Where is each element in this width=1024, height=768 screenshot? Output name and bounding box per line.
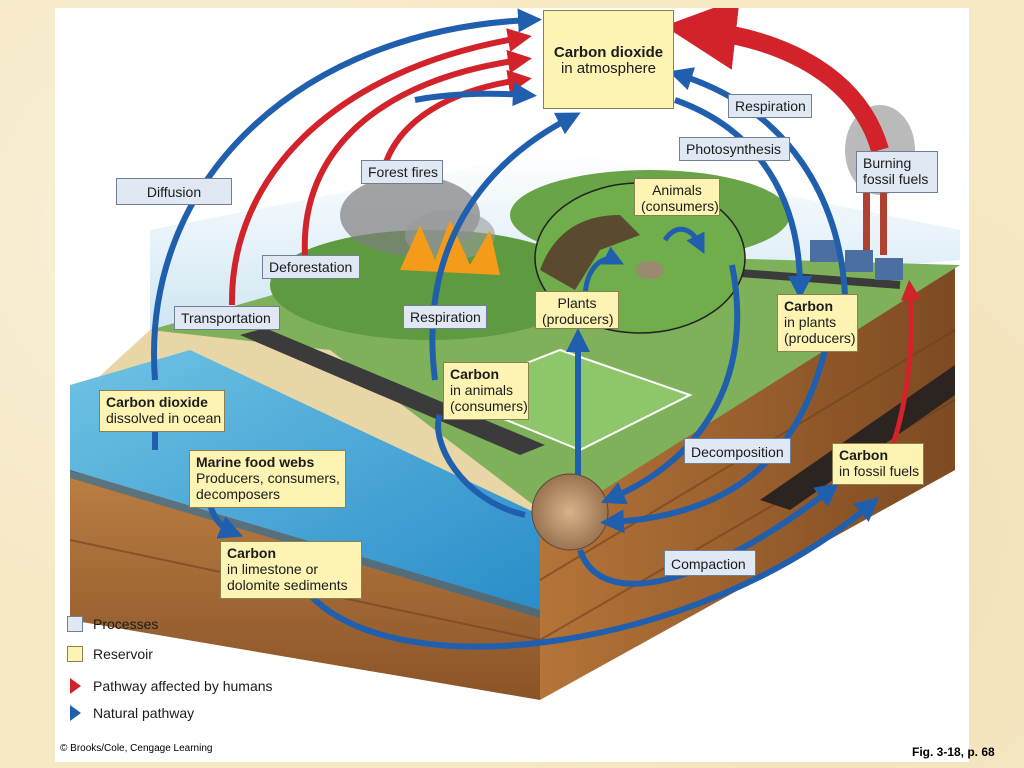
power-plant-building (875, 258, 903, 280)
plants-carbon-line2: (producers) (784, 330, 856, 346)
legend-processes: Processes (67, 614, 327, 634)
power-plant-building (810, 240, 838, 262)
animal-decomposition-arrow (435, 413, 526, 518)
forest-fires-arrow (382, 69, 532, 166)
marine-food-webs-line2: decomposers (196, 486, 281, 502)
rabbit (636, 261, 664, 279)
atmosphere-title: Carbon dioxide (553, 44, 664, 61)
reservoir-marine-food-webs: Marine food webs Producers, consumers, d… (189, 450, 346, 508)
burning-line2: fossil fuels (863, 171, 929, 187)
process-respiration-right: Respiration (728, 94, 812, 118)
photosynthesis-arrow (673, 97, 812, 300)
decomposers-microbes (531, 473, 609, 551)
atmosphere-subtitle: in atmosphere (560, 60, 657, 77)
process-forest-fires: Forest fires (361, 160, 443, 184)
plant-decomposition-arrow (600, 349, 828, 534)
process-burning-fossil-fuels: Burning fossil fuels (856, 151, 938, 193)
processes-swatch (67, 616, 83, 632)
power-plant-building (845, 250, 873, 272)
limestone-line1: in limestone or (227, 561, 319, 577)
animals-consumers-label: Animals (consumers) (634, 178, 720, 216)
legend-human-label: Pathway affected by humans (93, 678, 273, 694)
blue-arrowhead-icon (70, 705, 81, 721)
process-deforestation: Deforestation (262, 255, 360, 279)
burning-fossil-fuels-arrow (664, 8, 889, 153)
legend-reservoir-label: Reservoir (93, 646, 153, 662)
credit-line: © Brooks/Cole, Cengage Learning (60, 743, 213, 754)
ocean-subtitle: dissolved in ocean (106, 410, 222, 426)
process-diffusion: Diffusion (116, 178, 232, 205)
carbon-cycle-figure (55, 8, 969, 762)
deforestation-arrow (301, 49, 532, 256)
process-compaction: Compaction (664, 550, 756, 576)
reservoir-ocean: Carbon dioxide dissolved in ocean (99, 390, 225, 432)
limestone-line2: dolomite sediments (227, 577, 348, 593)
marine-food-webs-title: Marine food webs (196, 454, 315, 470)
plants-producers-label: Plants (producers) (535, 291, 619, 329)
animals-label-line1: Animals (652, 182, 702, 198)
decomposition-arrow (600, 264, 741, 505)
compaction-arrow (577, 482, 840, 587)
animal-respiration-arrow (429, 112, 581, 381)
legend-natural-label: Natural pathway (93, 705, 195, 721)
limestone-title: Carbon (227, 545, 276, 561)
fossil-fuels-title: Carbon (839, 447, 888, 463)
reservoir-plants: Carbon in plants (producers) (777, 294, 858, 352)
animals-carbon-line2: (consumers) (450, 398, 528, 414)
marine-food-webs-line1: Producers, consumers, (196, 470, 340, 486)
legend-natural-pathway: Natural pathway (67, 703, 327, 723)
plants-label-line1: Plants (557, 295, 597, 311)
ocean-title: Carbon dioxide (106, 394, 208, 410)
reservoir-animals: Carbon in animals (consumers) (443, 362, 529, 420)
smokestack (863, 190, 870, 250)
plants-carbon-title: Carbon (784, 298, 833, 314)
burning-line1: Burning (863, 155, 912, 171)
road (240, 328, 545, 455)
transportation-arrow (228, 28, 532, 306)
soil-side-face (540, 265, 955, 700)
reservoir-limestone: Carbon in limestone or dolomite sediment… (220, 541, 362, 599)
smokestack (880, 185, 887, 255)
process-photosynthesis: Photosynthesis (679, 137, 790, 161)
animals-carbon-line1: in animals (450, 382, 514, 398)
legend-human-pathway: Pathway affected by humans (67, 676, 327, 696)
reservoir-atmosphere: Carbon dioxide in atmosphere (543, 10, 674, 109)
process-respiration-left: Respiration (403, 305, 487, 329)
fossil-fuels-line1: in fossil fuels (839, 463, 920, 479)
legend-reservoir: Reservoir (67, 644, 327, 664)
red-arrowhead-icon (70, 678, 81, 694)
animals-label-line2: (consumers) (641, 198, 719, 214)
process-decomposition: Decomposition (684, 438, 791, 464)
forest-respiration-arrow (414, 82, 537, 107)
legend-processes-label: Processes (93, 616, 159, 632)
consumers-loop-arrow (662, 226, 705, 254)
plants-label-line2: (producers) (542, 311, 614, 327)
reservoir-fossil-fuels: Carbon in fossil fuels (832, 443, 924, 485)
reservoir-swatch (67, 646, 83, 662)
plant-respiration-arrow (668, 67, 848, 296)
figure-reference: Fig. 3-18, p. 68 (912, 745, 995, 759)
plants-carbon-line1: in plants (784, 314, 837, 330)
sediment-to-fossil-arrow (307, 497, 880, 650)
animals-carbon-title: Carbon (450, 366, 499, 382)
diffusion-arrow (151, 8, 542, 381)
webs-to-sediment-arrow (207, 503, 244, 539)
coyote (540, 215, 640, 290)
process-transportation: Transportation (174, 306, 280, 330)
